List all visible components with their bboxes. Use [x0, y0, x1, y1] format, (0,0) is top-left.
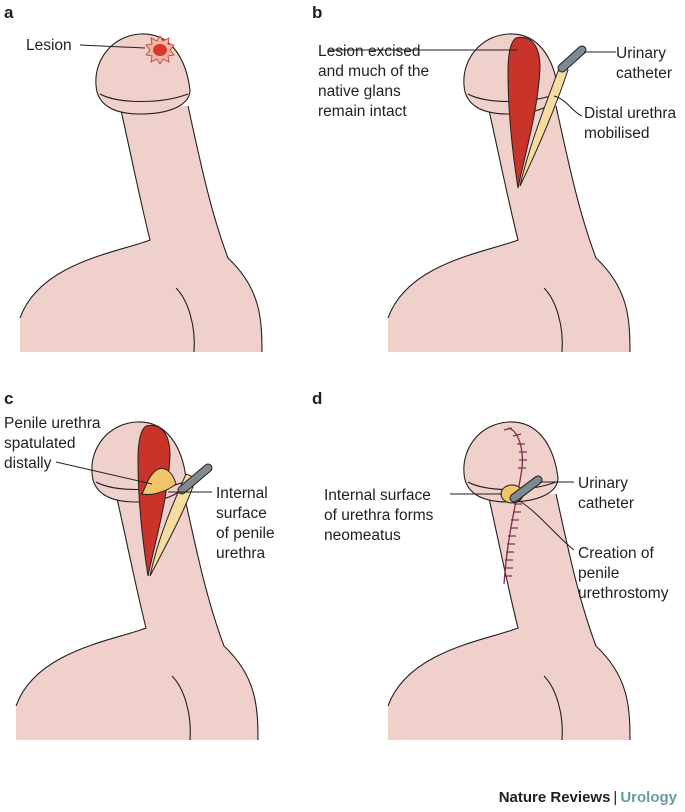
panel-a-letter: a [4, 3, 14, 22]
lesion-mark [145, 35, 175, 65]
label-penile-urethrostomy: Creation of penile urethrostomy [578, 545, 669, 602]
panel-c-letter: c [4, 389, 13, 408]
excised-raw-area [507, 36, 541, 189]
label-urinary-catheter-b: Urinary catheter [616, 45, 672, 82]
label-internal-surface: Internal surface of penile urethra [216, 485, 279, 562]
panel-a: a Lesion [4, 3, 263, 353]
footer-separator: | [613, 789, 618, 806]
urethra-c [149, 473, 197, 577]
suture-stitches [503, 427, 527, 577]
panel-b-letter: b [312, 3, 322, 22]
label-lesion-excised: Lesion excised and much of the native gl… [318, 43, 433, 120]
panel-d [387, 421, 631, 741]
panel-b [328, 33, 631, 353]
label-distal-urethra: Distal urethra mobilised [584, 105, 681, 142]
label-internal-surface-neomeatus: Internal surface of urethra forms neomea… [324, 487, 438, 544]
panel-c [15, 421, 259, 741]
journal-footer: Nature Reviews|Urology [499, 789, 677, 806]
publisher-name: Nature Reviews [498, 789, 611, 806]
urinary-catheter-c [178, 464, 212, 494]
panel-d-letter: d [312, 389, 322, 408]
journal-name: Urology [620, 789, 677, 806]
label-penile-urethra-spatulated: Penile urethra spatulated distally [4, 415, 105, 472]
label-lesion: Lesion [26, 37, 72, 54]
urinary-catheter [558, 46, 586, 72]
excised-raw-area-c [137, 424, 171, 577]
urinary-catheter-d [510, 476, 542, 502]
mobilised-urethra [519, 65, 569, 187]
label-urinary-catheter-d: Urinary catheter [578, 475, 634, 512]
spatulated-urethra [141, 468, 177, 495]
